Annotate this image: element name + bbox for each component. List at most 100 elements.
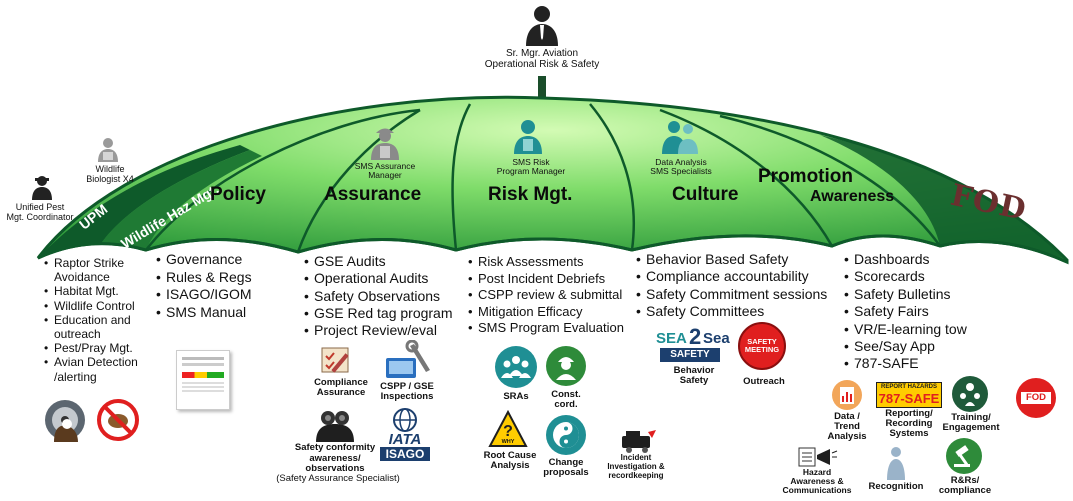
training-people-icon — [952, 376, 988, 412]
construction-worker-icon — [546, 346, 586, 386]
root-cause-warning-icon: ? WHY — [488, 409, 528, 448]
umbrella-pole — [538, 76, 546, 102]
data-specialists-people-icon — [660, 118, 700, 154]
recognition-caption: Recognition — [868, 481, 924, 492]
wildlife-list-item: Education and outreach — [44, 313, 148, 341]
no-pest-icon — [96, 398, 140, 442]
binoculars-person-icon — [310, 406, 360, 442]
reporting-caption: Reporting/ Recording Systems — [885, 408, 933, 439]
reporting-787-safe-badge: REPORT HAZARDS 787-SAFE — [876, 382, 942, 408]
segment-assurance-label: Assurance — [324, 184, 422, 205]
rib-4 — [589, 103, 636, 251]
sras-caption: SRAs — [503, 391, 529, 402]
culture-list: Behavior Based SafetyCompliance accounta… — [636, 251, 836, 321]
risk-manager-person-icon — [512, 118, 544, 154]
gavel-icon — [946, 438, 982, 474]
iata-isago-logo: IATA ISAGO — [380, 408, 430, 462]
culture-list-item: Behavior Based Safety — [636, 251, 836, 269]
policy-list-item: Governance — [156, 251, 296, 269]
sea2sea-safety-logo: SEA 2 Sea SAFETY — [656, 324, 730, 362]
risk-role-label: SMS Risk Program Manager — [496, 157, 566, 176]
safety-meeting-badge: SAFETY MEETING — [738, 322, 786, 370]
rib-2 — [296, 108, 421, 253]
promotion-list-item: Scorecards — [844, 268, 994, 286]
rib-1 — [145, 108, 421, 251]
incident-vehicle-icon — [618, 428, 658, 454]
top-role-line1: Sr. Mgr. Aviation — [505, 48, 579, 59]
top-role-line2: Operational Risk & Safety — [484, 59, 600, 70]
conformity-caption: Safety conformity awareness/ observation… — [294, 442, 376, 474]
risk-list-item: Risk Assessments — [468, 254, 638, 271]
assurance-list-item: Safety Observations — [304, 288, 464, 306]
wildlife-band — [100, 150, 262, 250]
assurance-list: GSE AuditsOperational AuditsSafety Obser… — [304, 253, 464, 340]
segment-awareness-label: Awareness — [810, 188, 895, 205]
hazard-caption: Hazard Awareness & Communications — [782, 467, 852, 495]
policy-list: GovernanceRules & RegsISAGO/IGOMSMS Manu… — [156, 251, 296, 321]
promotion-list-item: See/Say App — [844, 338, 994, 356]
wildlife-list-item: Pest/Pray Mgt. — [44, 341, 148, 355]
wildlife-list-item: Avian Detection /alerting — [44, 355, 148, 383]
no-fod-sign-icon: FOD — [1016, 378, 1056, 418]
wildlife-role-label: Wildlife Biologist X4 — [86, 164, 134, 184]
assurance-list-item: Project Review/eval — [304, 322, 464, 340]
policy-manual-document-icon — [176, 350, 230, 410]
checklist-pencil-icon — [318, 344, 362, 376]
assurance-manager-person-icon — [368, 124, 402, 160]
segment-risk-label: Risk Mgt. — [488, 184, 573, 205]
culture-list-item: Compliance accountability — [636, 268, 836, 286]
data-trend-caption: Data / Trend Analysis — [827, 411, 867, 442]
right-band — [820, 135, 1067, 260]
data-trend-chart-icon — [832, 380, 862, 410]
rib-5 — [659, 108, 834, 247]
upm-band — [38, 145, 250, 258]
biologist-person-icon — [95, 136, 121, 162]
behavior-safety-caption: Behavior Safety — [673, 365, 715, 386]
pest-role-label: Unified Pest Mgt. Coordinator — [6, 202, 74, 222]
const-caption: Const. cord. — [551, 389, 581, 410]
data-role-label: Data Analysis SMS Specialists — [650, 157, 712, 176]
canopy-scallop-edge — [37, 234, 1068, 264]
assurance-list-item: Operational Audits — [304, 270, 464, 288]
risk-list-item: Mitigation Efficacy — [468, 304, 638, 321]
promotion-list-item: Safety Fairs — [844, 303, 994, 321]
assurance-role-label: SMS Assurance Manager — [354, 161, 416, 180]
conformity-note: (Safety Assurance Specialist) — [276, 473, 400, 484]
executive-person-icon — [518, 4, 566, 46]
policy-list-item: SMS Manual — [156, 304, 296, 322]
risk-list-item: SMS Program Evaluation — [468, 320, 638, 337]
outreach-caption: Outreach — [743, 376, 785, 387]
rrs-caption: R&Rs/ compliance — [938, 475, 992, 496]
policy-list-item: ISAGO/IGOM — [156, 286, 296, 304]
rib-6 — [719, 114, 942, 247]
assurance-list-item: GSE Audits — [304, 253, 464, 271]
segment-culture-label: Culture — [672, 184, 739, 205]
wildlife-list-item: Habitat Mgt. — [44, 284, 148, 298]
sras-people-icon — [495, 346, 537, 388]
culture-list-item: Safety Committees — [636, 303, 836, 321]
promotion-list-item: Dashboards — [844, 251, 994, 269]
training-caption: Training/ Engagement — [942, 412, 1000, 433]
promotion-list: DashboardsScorecardsSafety BulletinsSafe… — [844, 251, 994, 373]
rib-3 — [451, 103, 472, 251]
wildlife-list-item: Raptor Strike Avoidance — [44, 256, 148, 284]
culture-list-item: Safety Commitment sessions — [636, 286, 836, 304]
wildlife-list: Raptor Strike AvoidanceHabitat Mgt.Wildl… — [44, 256, 148, 384]
promotion-list-item: Safety Bulletins — [844, 286, 994, 304]
promotion-list-item: VR/E-learning tow — [844, 321, 994, 339]
rca-caption: Root Cause Analysis — [483, 450, 537, 471]
risk-list: Risk AssessmentsPost Incident DebriefsCS… — [468, 254, 638, 337]
policy-list-item: Rules & Regs — [156, 269, 296, 287]
pest-coordinator-person-icon — [30, 174, 54, 200]
promotion-list-item: 787-SAFE — [844, 355, 994, 373]
change-caption: Change proposals — [543, 457, 589, 478]
hazard-megaphone-icon — [798, 446, 838, 468]
assurance-list-item: GSE Red tag program — [304, 305, 464, 323]
risk-list-item: CSPP review & submittal — [468, 287, 638, 304]
change-yinyang-icon — [546, 415, 586, 455]
inspection-tools-icon — [384, 339, 434, 380]
compliance-caption: Compliance Assurance — [314, 377, 368, 398]
svg-text:?: ? — [503, 423, 513, 440]
